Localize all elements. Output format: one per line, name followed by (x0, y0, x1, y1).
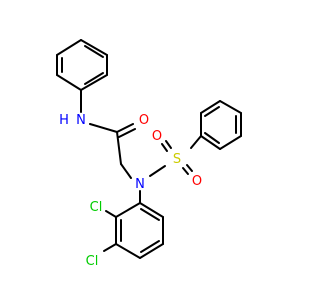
bond (84, 45, 104, 58)
bond (105, 210, 117, 218)
bond (139, 243, 164, 259)
background (0, 0, 300, 300)
bond (165, 140, 172, 149)
bond (120, 163, 132, 179)
bond (200, 100, 221, 114)
bond (118, 128, 136, 138)
bond (115, 243, 141, 259)
bond (204, 106, 220, 117)
atom-label-amide-h: H (59, 113, 69, 128)
bond (161, 143, 168, 152)
atom-labels: N H O N S O O Cl Cl (59, 113, 202, 269)
bond (204, 132, 220, 144)
bond (80, 74, 108, 91)
atom-label-sulfonamide-n: N (135, 177, 145, 192)
atom-label-carbonyl-o: O (139, 113, 149, 128)
bond (140, 240, 160, 253)
bond (116, 131, 122, 165)
bond (186, 164, 193, 172)
bond (219, 100, 242, 114)
molecule-svg: N H O N S O O Cl Cl (0, 0, 300, 300)
bond (200, 135, 221, 150)
bond (190, 135, 202, 149)
bond (140, 208, 160, 221)
bond (89, 123, 118, 133)
atom-label-chloro-2: Cl (90, 200, 103, 215)
bond (219, 135, 242, 150)
bond (182, 167, 189, 175)
bond (116, 123, 134, 133)
bond (80, 39, 108, 56)
bond (84, 72, 104, 85)
bond (115, 202, 141, 218)
bond (139, 202, 164, 218)
bond (103, 243, 117, 252)
bonds (56, 39, 242, 259)
atom-label-chloro-3: Cl (86, 254, 99, 269)
bond (149, 165, 166, 177)
atom-label-sulfur: S (173, 152, 181, 167)
bond (56, 74, 82, 91)
atom-label-sulfonyl-o1: O (152, 129, 162, 144)
molecule-diagram: N H O N S O O Cl Cl (0, 0, 300, 300)
bond (56, 39, 82, 56)
atom-label-amide-n: N (76, 113, 86, 128)
atom-label-sulfonyl-o2: O (192, 174, 202, 189)
